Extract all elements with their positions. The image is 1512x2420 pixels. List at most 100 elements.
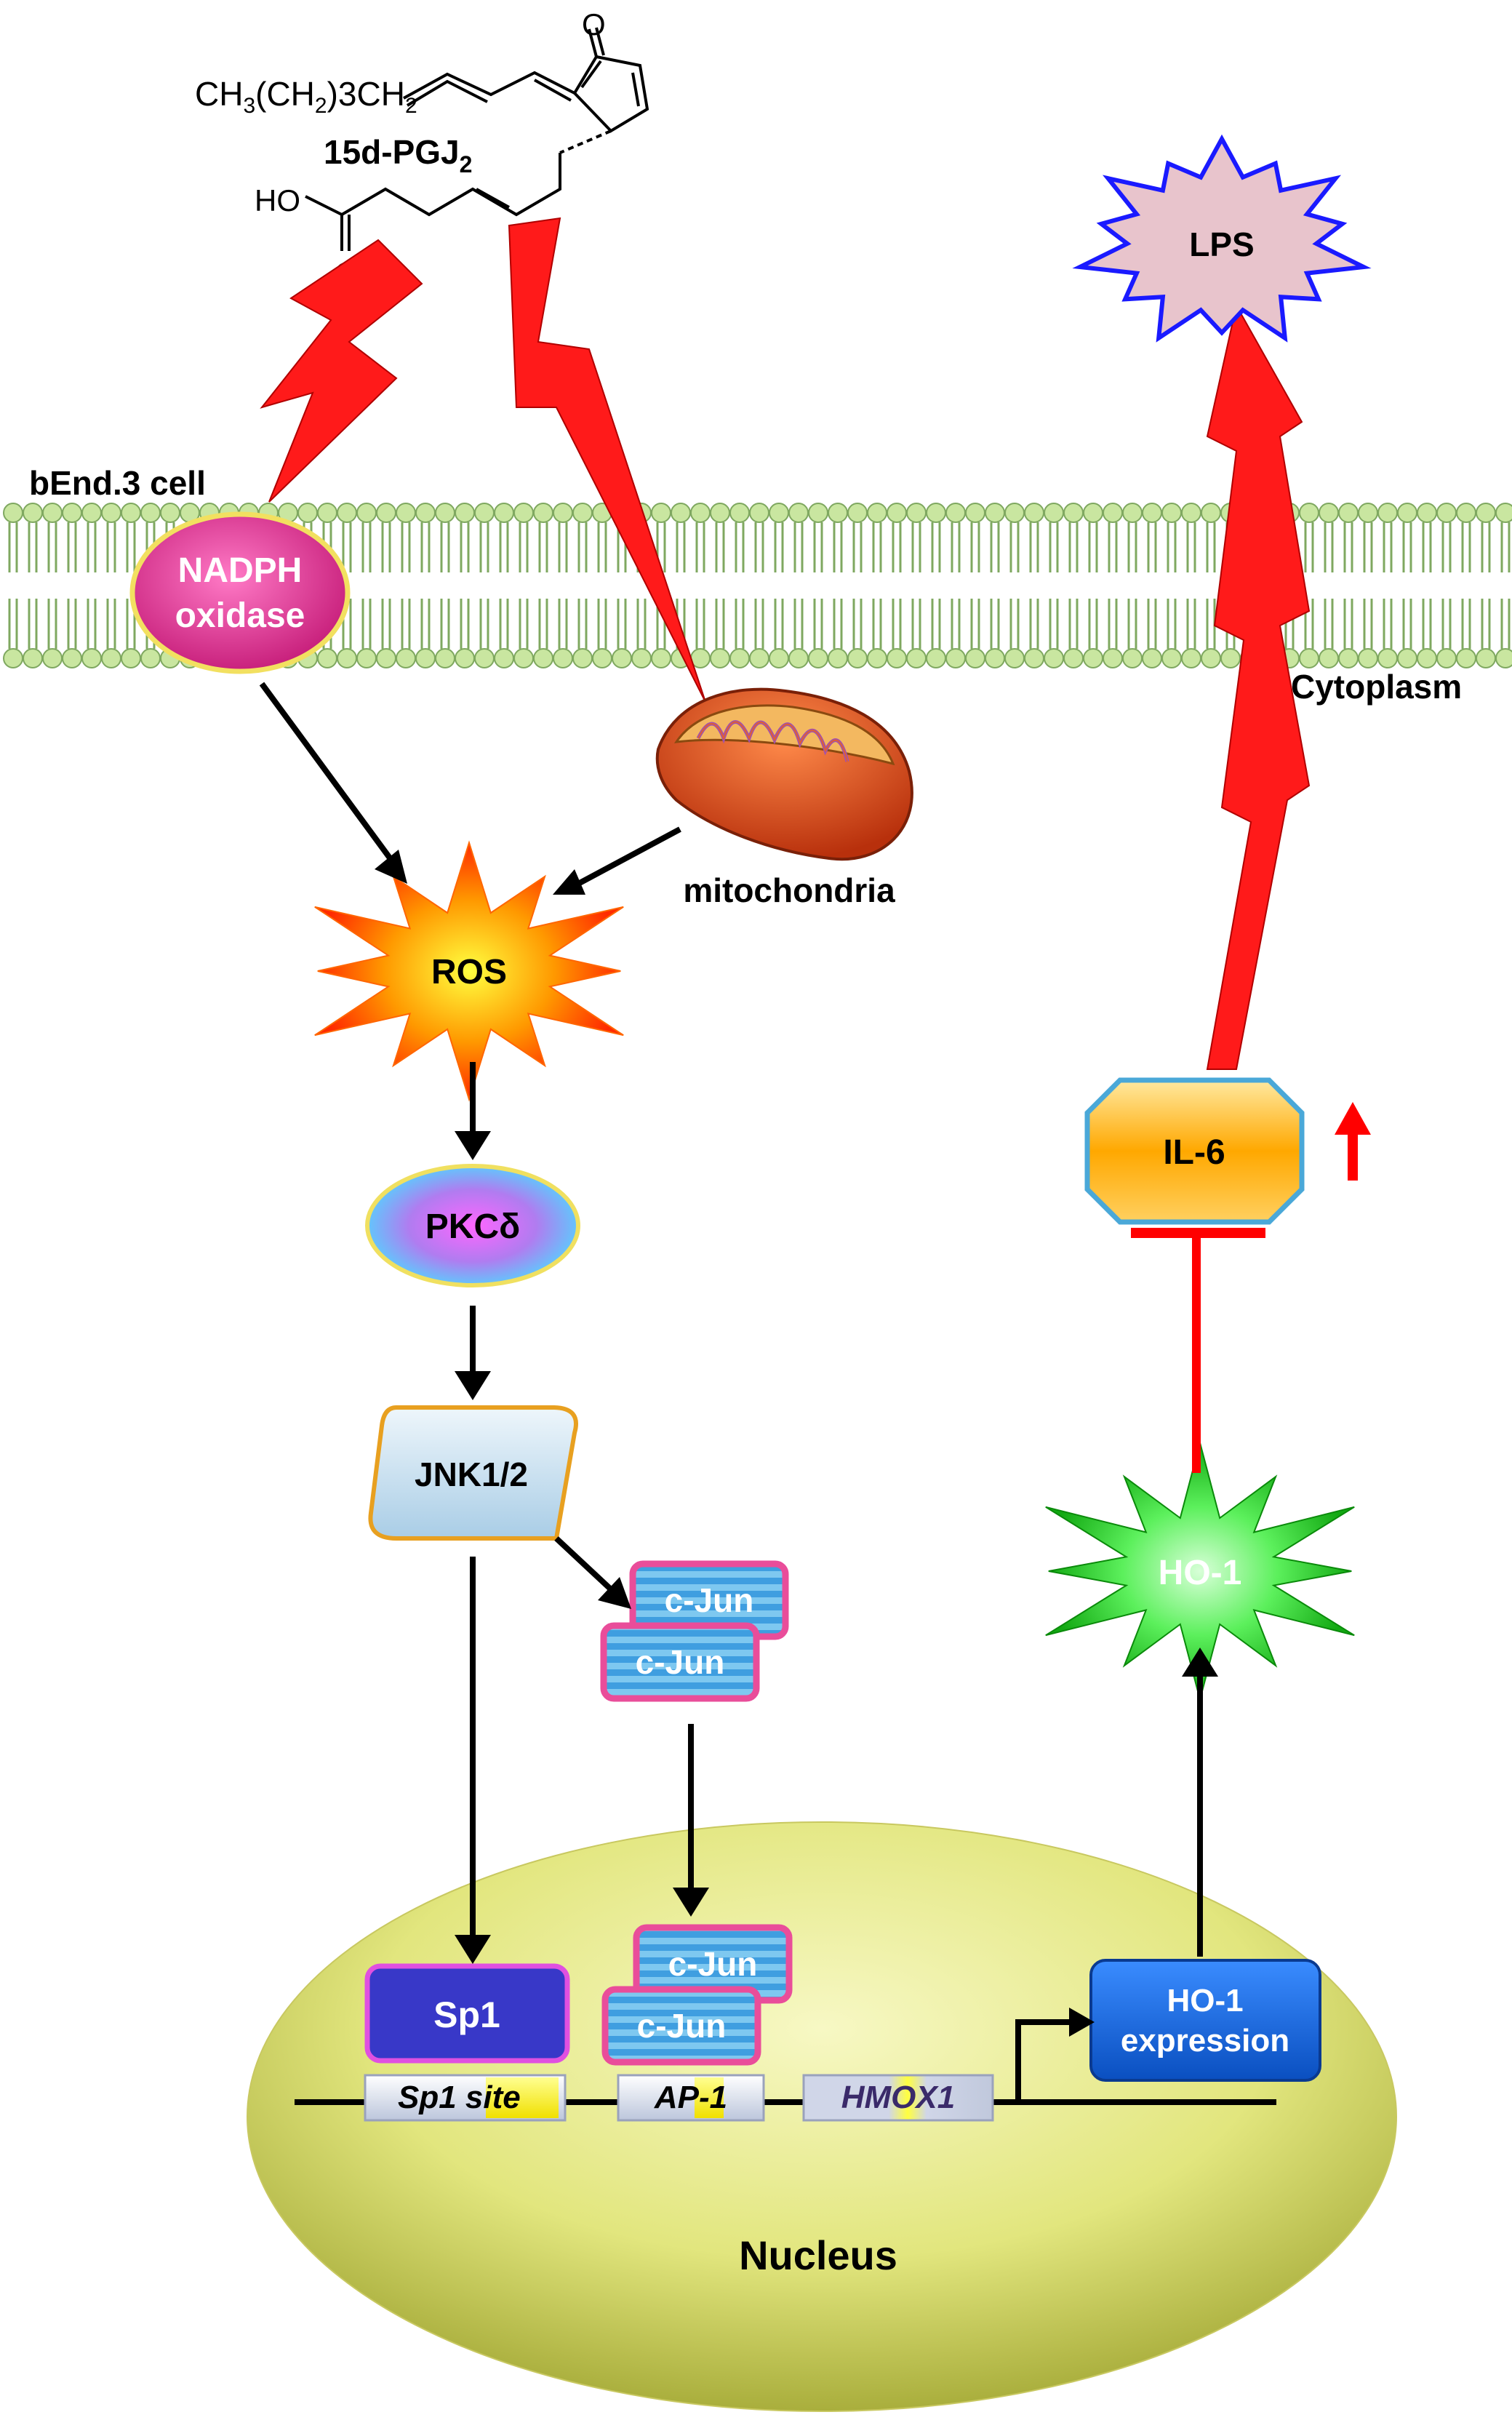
lipid-head: [1417, 503, 1437, 523]
ap1-site-label: AP-1: [654, 2080, 727, 2115]
lipid-head: [965, 503, 985, 523]
pkc-delta: PKCδ: [365, 1164, 580, 1287]
hmox1-label: HMOX1: [841, 2080, 955, 2115]
lipid-head: [1044, 503, 1064, 523]
lipid-head: [1397, 503, 1417, 523]
activation-arrows: [259, 682, 1203, 1957]
lipid-head: [1181, 503, 1201, 523]
lipid-head: [455, 648, 475, 668]
sp1-protein: Sp1: [364, 1963, 570, 2064]
lipid-head: [965, 648, 985, 668]
lipid-head: [435, 503, 455, 523]
lipid-head: [926, 648, 946, 668]
lipid-head: [1299, 648, 1319, 668]
mitochondria-label: mitochondria: [683, 871, 895, 909]
lipid-head: [3, 648, 23, 668]
lipid-head: [415, 503, 436, 523]
il6-label: IL-6: [1163, 1133, 1225, 1172]
lipid-head: [1161, 648, 1182, 668]
c-jun-label: c-Jun: [665, 1581, 754, 1619]
lipid-head: [533, 503, 553, 523]
lipid-head: [1377, 503, 1398, 523]
lipid-head: [710, 648, 730, 668]
lipid-head: [690, 503, 711, 523]
lipid-head: [356, 503, 377, 523]
transcription-start-arrow: [1015, 2019, 1069, 2102]
ho1-expression-line2: expression: [1121, 2023, 1289, 2058]
lipid-head: [612, 648, 632, 668]
arrow-jnk-to-cjun: [554, 1536, 613, 1592]
nadph-label-line2: oxidase: [175, 596, 305, 635]
lipid-head: [651, 503, 671, 523]
lipid-head: [1044, 648, 1064, 668]
hmox1-gene: HMOX1: [802, 2074, 994, 2122]
lipid-head: [1476, 503, 1496, 523]
lightning-bolts: [260, 217, 1311, 1070]
lipid-head: [1436, 503, 1457, 523]
lipid-head: [337, 503, 357, 523]
lipid-head: [926, 503, 946, 523]
lipid-head: [1358, 648, 1378, 668]
lipid-head: [769, 648, 789, 668]
lipid-head: [140, 503, 161, 523]
lipid-head: [631, 648, 652, 668]
lipid-head: [317, 648, 337, 668]
lipid-head: [1122, 648, 1143, 668]
lipid-head: [553, 648, 573, 668]
arrow-nadph-to-ros: [259, 682, 396, 864]
cytoplasm-label: Cytoplasm: [1291, 668, 1462, 706]
lipid-head: [1358, 503, 1378, 523]
jnk-label: JNK1/2: [415, 1455, 528, 1493]
lipid-head: [828, 503, 848, 523]
sp1-site-label: Sp1 site: [398, 2080, 521, 2115]
lipid-head: [906, 648, 927, 668]
lipid-head: [867, 503, 887, 523]
ros-burst: ROS: [314, 840, 624, 1102]
lipid-head: [828, 648, 848, 668]
lipid-head: [474, 503, 495, 523]
il6-box: IL-6: [1084, 1077, 1305, 1225]
lipid-head: [808, 648, 828, 668]
lipid-head: [1201, 648, 1221, 668]
lipid-head: [1338, 503, 1359, 523]
lipid-head: [1338, 648, 1359, 668]
lipid-head: [985, 503, 1005, 523]
lipid-head: [494, 503, 514, 523]
lipid-head: [1004, 648, 1025, 668]
lipid-head: [533, 648, 553, 668]
arrowheads: [375, 850, 1218, 1964]
lipid-head: [435, 648, 455, 668]
lipid-head: [62, 503, 82, 523]
ho1-expression-box: HO-1 expression: [1089, 1959, 1321, 2082]
lipid-head: [1083, 503, 1103, 523]
lipid-head: [396, 503, 416, 523]
lipid-head: [572, 648, 593, 668]
lipid-head: [1456, 503, 1476, 523]
lipid-head: [121, 648, 141, 668]
lipid-head: [1319, 503, 1339, 523]
nadph-label-line1: NADPH: [178, 551, 303, 590]
lipid-head: [1495, 648, 1512, 668]
lipid-head: [1436, 648, 1457, 668]
lipid-head: [1161, 503, 1182, 523]
c-jun-label: c-Jun: [637, 2007, 727, 2045]
lipid-head: [1299, 503, 1319, 523]
lipid-head: [1142, 503, 1162, 523]
lipid-head: [81, 648, 102, 668]
lipid-head: [1024, 503, 1044, 523]
lipid-head: [729, 648, 750, 668]
lipid-head: [376, 648, 396, 668]
mitochondria: mitochondria: [655, 687, 913, 909]
lipid-head: [23, 503, 43, 523]
lipid-head: [729, 503, 750, 523]
lipid-head: [1495, 503, 1512, 523]
lipid-head: [906, 503, 927, 523]
lipid-head: [415, 648, 436, 668]
lipid-head: [1377, 648, 1398, 668]
lipid-head: [945, 503, 966, 523]
lipid-head: [513, 503, 534, 523]
lipid-head: [749, 503, 769, 523]
transcription-arrowhead: [1069, 2008, 1095, 2037]
